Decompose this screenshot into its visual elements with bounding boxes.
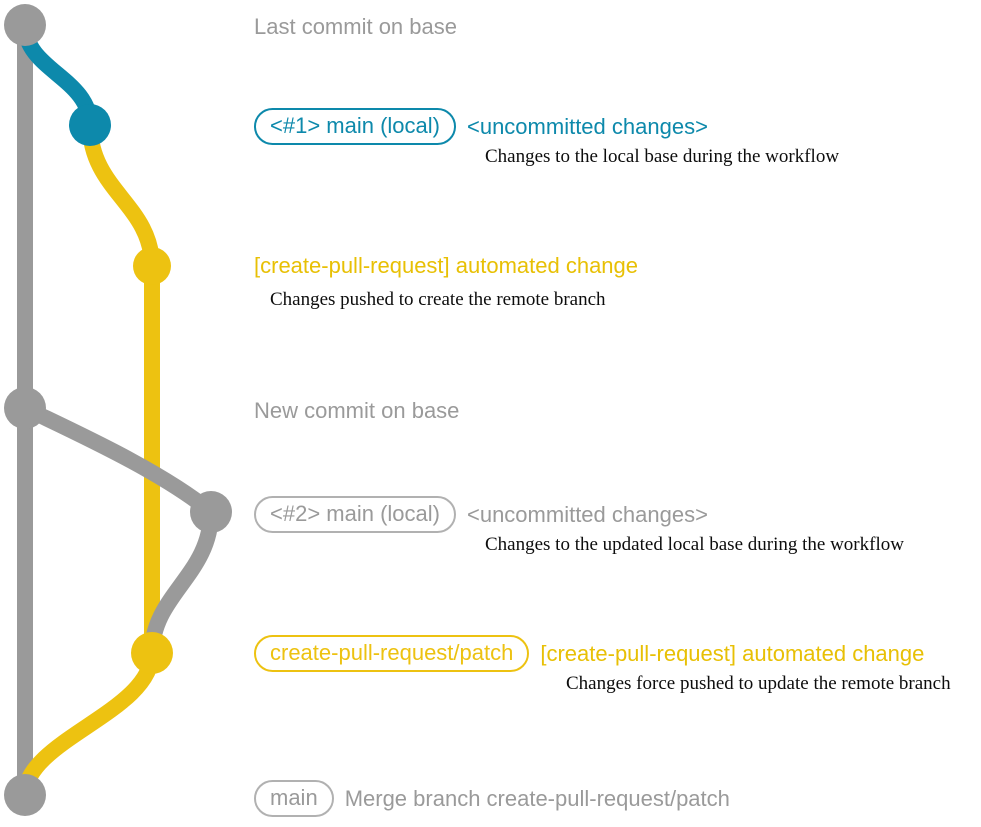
branch-badge-create-pull-request-patch[interactable]: create-pull-request/patch [254, 635, 530, 673]
commit-caption-automated-change-1: Changes pushed to create the remote bran… [270, 289, 606, 310]
edge-local2-to-patch2 [144, 504, 219, 661]
commit-node-patch-2[interactable] [131, 632, 173, 674]
commit-node-base-new[interactable] [4, 387, 46, 429]
commit-node-patch-1[interactable] [133, 247, 171, 285]
commit-message-automated-change-2: [create-pull-request] automated change [540, 641, 925, 666]
commit-message-automated-change-1: [create-pull-request] automated change [254, 253, 639, 278]
commit-message-local-uncommitted-1: <uncommitted changes> [466, 114, 708, 139]
commit-node-local-2[interactable] [190, 491, 232, 533]
branch-badge-main-local-1[interactable]: <#1> main (local) [254, 108, 456, 146]
branch-badge-main[interactable]: main [254, 780, 334, 818]
branch-badge-main-local-2[interactable]: <#2> main (local) [254, 496, 456, 534]
commit-message-last-commit-on-base: Last commit on base [254, 14, 457, 39]
commit-caption-local-uncommitted-2: Changes to the updated local base during… [485, 534, 904, 555]
edge-basenew-to-local2 [17, 400, 219, 520]
edge-local1-to-patch1 [82, 117, 160, 274]
commit-node-merge-commit[interactable] [4, 774, 46, 816]
commit-row-automated-change-2: create-pull-request/patch [create-pull-r… [254, 635, 925, 673]
commit-message-merge-commit: Merge branch create-pull-request/patch [344, 786, 730, 811]
commit-caption-automated-change-2: Changes force pushed to update the remot… [566, 673, 951, 694]
commit-row-local-uncommitted-2: <#2> main (local) <uncommitted changes> [254, 496, 708, 534]
commit-node-local-1[interactable] [69, 104, 111, 146]
commit-row-local-uncommitted-1: <#1> main (local) <uncommitted changes> [254, 108, 708, 146]
edge-patch2-to-merge [17, 645, 160, 803]
commit-message-new-commit-on-base: New commit on base [254, 398, 460, 423]
commit-row-merge-commit: main Merge branch create-pull-request/pa… [254, 780, 730, 818]
commit-caption-local-uncommitted-1: Changes to the local base during the wor… [485, 146, 840, 167]
commit-message-local-uncommitted-2: <uncommitted changes> [466, 502, 708, 527]
commit-node-base-head[interactable] [4, 4, 46, 46]
